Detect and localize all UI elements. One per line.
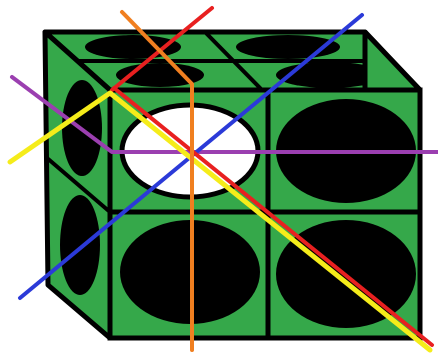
left-hole-lower [60, 195, 100, 295]
